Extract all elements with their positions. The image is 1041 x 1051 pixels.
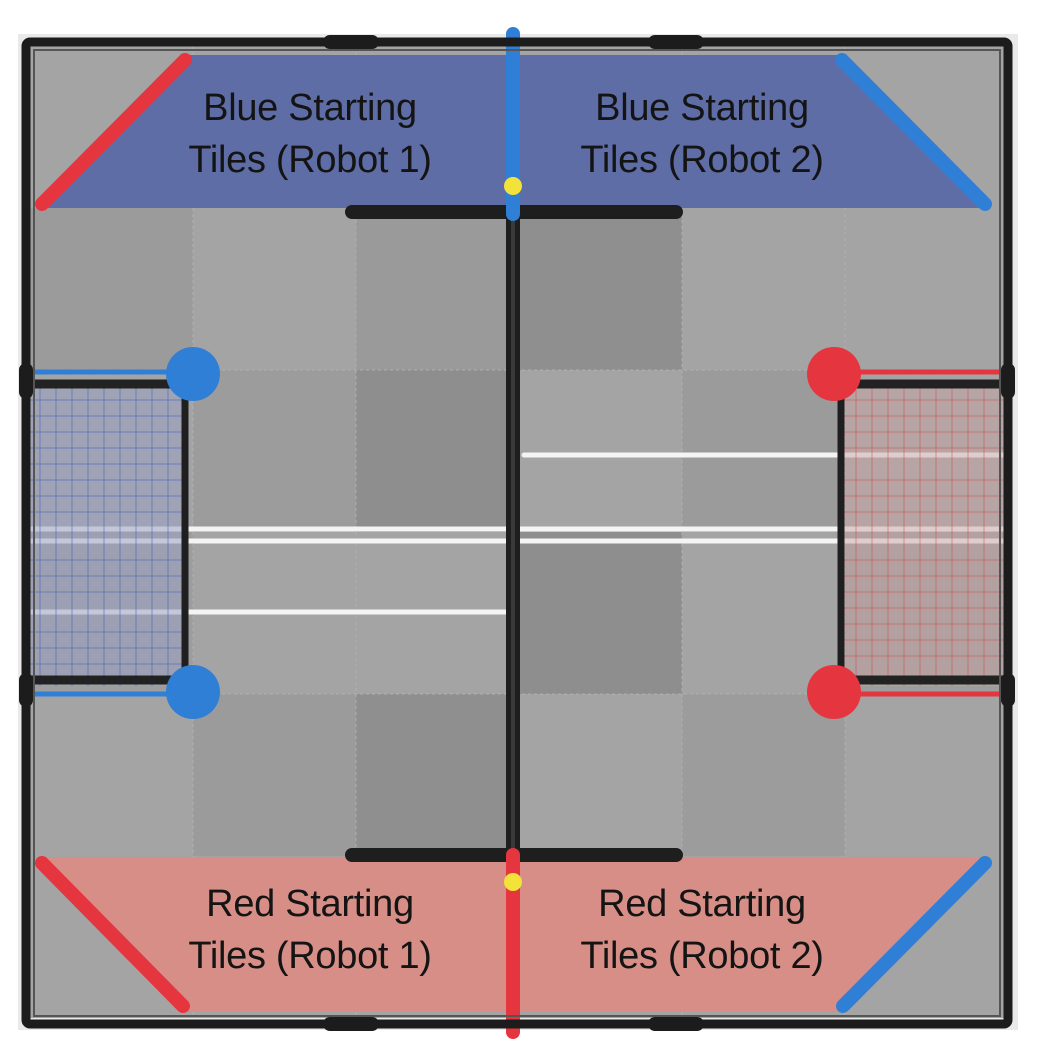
tile [30,208,193,370]
blue-goal-net [26,386,184,686]
blue-goal-post-top [166,347,220,401]
tile [356,208,519,370]
red-goal-post-bottom [807,665,861,719]
tile [682,694,845,856]
red-zone-robot1-line2: Tiles (Robot 1) [188,935,432,977]
tile [519,532,682,694]
tile [193,694,356,856]
blue-goal-post-bottom [166,665,220,719]
tile [356,370,519,532]
blue-zone-robot2-label: Blue Starting Tiles (Robot 2) [542,82,862,186]
tile [193,370,356,532]
corner-bar-bottom-left [35,856,190,1013]
corner-bar-top-right [835,53,992,211]
red-zone-robot1-line1: Red Starting [206,883,414,925]
tile [519,208,682,370]
center-marker-top [504,177,522,195]
field-perimeter [19,35,1015,1031]
corner-bars [35,53,992,1013]
blue-zone-robot1-label: Blue Starting Tiles (Robot 1) [150,82,470,186]
blue-zone-robot2-line1: Blue Starting [595,87,809,129]
blue-zone-robot2-line2: Tiles (Robot 2) [580,139,824,181]
blue-zone-robot1-line2: Tiles (Robot 1) [188,139,432,181]
corner-bar-top-left [35,53,192,211]
red-zone-robot2-label: Red Starting Tiles (Robot 2) [542,878,862,982]
red-goal [807,347,1015,719]
blue-zone-robot1-line1: Blue Starting [203,87,417,129]
tile [682,370,845,532]
red-goal-net [842,386,1004,686]
tile [356,694,519,856]
red-zone-robot1-label: Red Starting Tiles (Robot 1) [150,878,470,982]
red-goal-post-top [807,347,861,401]
red-zone-robot2-line2: Tiles (Robot 2) [580,935,824,977]
red-zone-robot2-line1: Red Starting [598,883,806,925]
corner-bar-bottom-right [836,856,992,1013]
blue-goal [19,347,220,719]
center-marker-bottom [504,873,522,891]
